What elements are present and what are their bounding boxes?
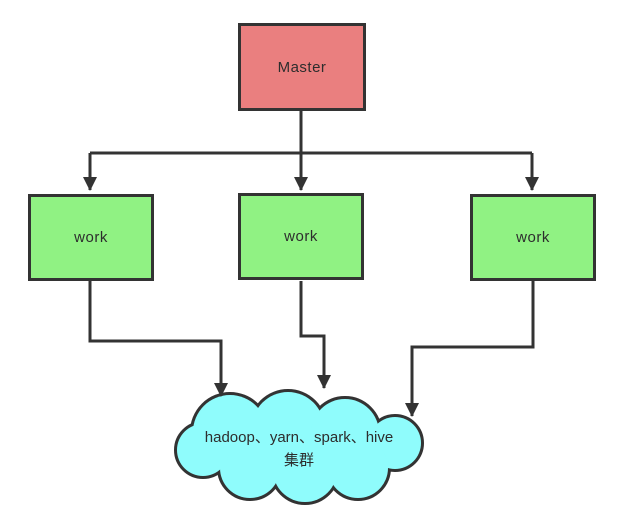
cluster-cloud-shape bbox=[174, 389, 424, 505]
worker-node-3-label: work bbox=[516, 229, 550, 246]
worker-node-1-label: work bbox=[74, 229, 108, 246]
worker-node-3: work bbox=[470, 194, 596, 281]
master-node-label: Master bbox=[277, 58, 327, 76]
edge-work-1-to-cluster bbox=[88, 281, 228, 397]
edge-work-2-to-cluster bbox=[299, 281, 331, 389]
cluster-cloud-label-line2: 集群 bbox=[283, 452, 314, 469]
edge-work-3-to-cluster bbox=[405, 281, 535, 417]
worker-node-2: work bbox=[238, 193, 364, 280]
worker-node-2-label: work bbox=[284, 228, 318, 245]
cluster-cloud-label-line1: hadoop、yarn、spark、hive bbox=[204, 429, 394, 446]
cluster-cloud-label: hadoop、yarn、spark、hive 集群 bbox=[179, 426, 419, 472]
master-node: Master bbox=[238, 23, 366, 111]
worker-node-1: work bbox=[28, 194, 154, 281]
